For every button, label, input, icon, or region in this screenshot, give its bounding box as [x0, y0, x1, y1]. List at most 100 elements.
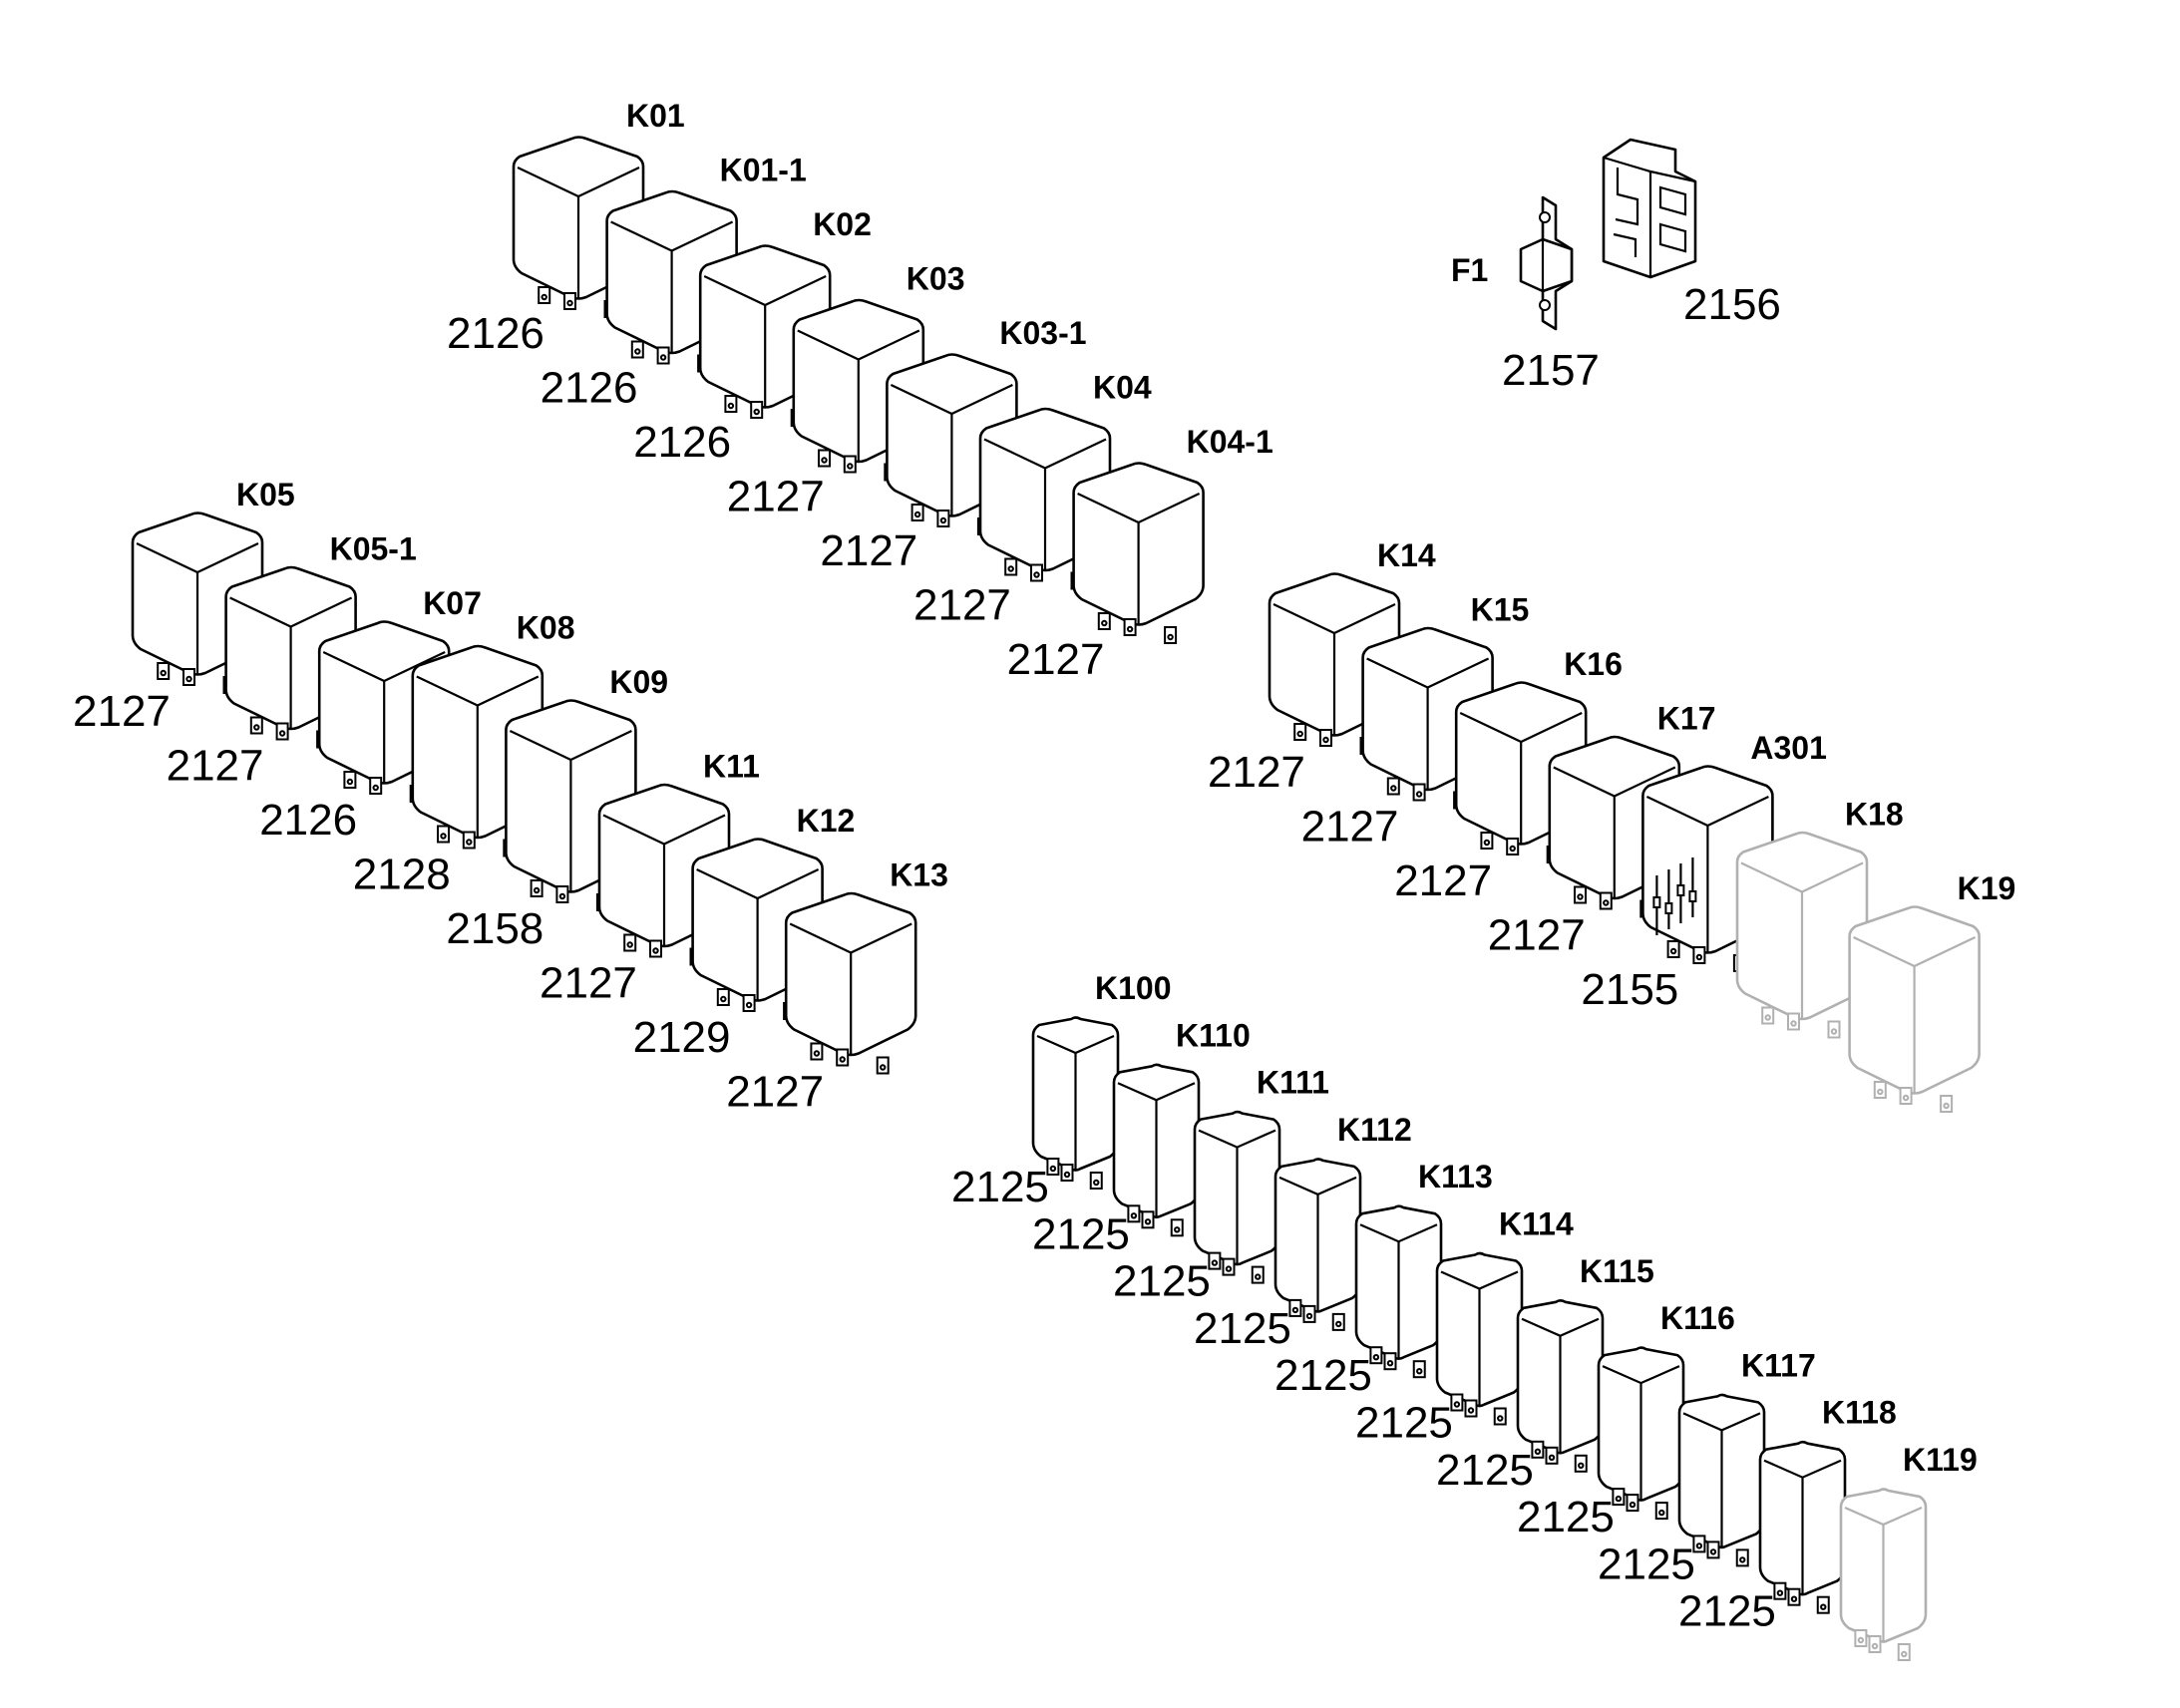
relay-body	[1031, 1016, 1120, 1190]
relay-ref-label: K114	[1499, 1206, 1574, 1242]
relay-part-number: 2125	[1517, 1493, 1615, 1541]
relay-k111: K111 2125	[1113, 1065, 1329, 1306]
relay-part-number: 2126	[541, 364, 638, 413]
relay-part-number: 2125	[1113, 1257, 1211, 1306]
relay-body	[1273, 1158, 1362, 1331]
relay-ref-label: K02	[813, 206, 872, 242]
relay-ref-label: K118	[1822, 1395, 1897, 1431]
relay-body	[1677, 1393, 1766, 1567]
relay-ref-label: K111	[1257, 1065, 1329, 1101]
relay-ref-label: K117	[1741, 1347, 1816, 1383]
relay-ref-label: K112	[1337, 1112, 1412, 1148]
relay-part-number: 2127	[820, 526, 917, 575]
relay-ref-label: K08	[517, 610, 575, 646]
relay-k04-1: K04-1 2127	[1007, 424, 1273, 684]
relay-part-number: 2128	[353, 851, 451, 899]
fuse-ref-label: F1	[1451, 252, 1488, 288]
relay-ref-label: K17	[1657, 701, 1716, 737]
lower-row-group: K100 2125 K110 2125 K111 2125 K112 2125 K113 2125…	[951, 970, 1978, 1661]
relay-ref-label: K115	[1580, 1253, 1654, 1289]
relay-body	[1354, 1204, 1443, 1379]
relay-ref-label: K03	[907, 261, 965, 297]
relay-k116: K116 2125	[1517, 1300, 1735, 1541]
right-row-group: K14 2127 K15 2127 K16 2127 K17 2127 A301 2155 K18K…	[1208, 537, 2016, 1113]
relay-ref-label: K110	[1176, 1017, 1251, 1053]
relay-ref-label: K19	[1958, 870, 2016, 906]
relay-ref-label: K16	[1564, 646, 1623, 682]
relay-part-number: 2125	[1678, 1587, 1776, 1636]
relay-part-number: 2125	[1274, 1351, 1372, 1400]
relay-part-number: 2127	[1488, 911, 1586, 960]
relay-part-number: 2127	[1007, 635, 1105, 684]
relay-part-number: 2125	[1355, 1399, 1453, 1448]
relay-k100: K100 2125	[951, 970, 1172, 1211]
relay-body	[1516, 1299, 1605, 1473]
relay-ref-label: K09	[609, 664, 668, 700]
relay-ref-label: K100	[1095, 970, 1172, 1006]
relay-body	[1435, 1251, 1524, 1426]
left-row-group: K052127K05-12127K072126K082128K092158K11…	[73, 477, 948, 1117]
relay-k117: K117 2125	[1598, 1347, 1816, 1588]
relay-ref-label: K12	[797, 803, 856, 839]
relay-k113: K113 2125	[1274, 1159, 1493, 1400]
relay-part-number: 2125	[951, 1163, 1049, 1211]
relay-ref-label: K14	[1377, 537, 1436, 573]
relay-ref-label: K13	[890, 857, 948, 893]
relay-part-number: 2127	[1394, 856, 1492, 905]
relay-body	[1848, 905, 1981, 1113]
relay-k119: K119	[1839, 1442, 1978, 1661]
relay-body	[784, 891, 917, 1075]
relay-body	[1839, 1488, 1928, 1661]
relay-part-number: 2127	[727, 473, 825, 521]
relay-part-number: 2126	[633, 418, 731, 467]
relay-ref-label: K07	[423, 585, 482, 621]
relay-ref-label: K113	[1418, 1159, 1493, 1195]
relay-ref-label: K119	[1903, 1442, 1978, 1478]
upper-row-group: K012126K01-12126K022126K032127K03-12127K…	[447, 98, 1273, 684]
relay-a301: A301 2155	[1581, 730, 1827, 1014]
relay-ref-label: K116	[1660, 1300, 1735, 1336]
relay-k13: K13 2127	[726, 857, 948, 1117]
relay-ref-label: K01-1	[720, 153, 807, 188]
relay-part-number: 2125	[1436, 1446, 1534, 1495]
fuse-f1: F1 2157	[1451, 195, 1600, 395]
fuse-part-number: 2157	[1502, 346, 1600, 395]
relay-ref-label: K05	[236, 477, 295, 512]
relay-part-number: 2129	[633, 1013, 731, 1062]
relay-part-number: 2125	[1194, 1304, 1291, 1353]
relay-body	[1597, 1346, 1685, 1521]
relay-ref-label: K15	[1471, 592, 1530, 628]
relay-part-number: 2127	[1301, 803, 1399, 852]
components-layer: K012126K01-12126K022126K032127K03-12127K…	[73, 98, 2016, 1661]
relay-k112: K112 2125	[1194, 1112, 1412, 1353]
relay-part-number: 2127	[167, 742, 264, 791]
relay-body	[1735, 831, 1869, 1039]
relay-part-number: 2127	[540, 959, 637, 1008]
relay-ref-label: A301	[1750, 730, 1827, 766]
relay-part-number: 2125	[1032, 1209, 1130, 1258]
fuse-holder: 2156	[1602, 138, 1781, 329]
fuse-holder-part-number: 2156	[1683, 280, 1781, 329]
relay-part-number: 2127	[73, 687, 171, 736]
relay-part-number: 2158	[446, 904, 544, 953]
relay-k114: K114 2125	[1355, 1206, 1574, 1448]
relay-k110: K110 2125	[1032, 1017, 1251, 1258]
relay-k118: K118 2125	[1678, 1395, 1897, 1636]
relay-ref-label: K11	[703, 749, 760, 785]
relay-part-number: 2127	[726, 1068, 824, 1117]
relay-part-number: 2155	[1581, 965, 1678, 1014]
relay-part-number: 2126	[447, 309, 545, 358]
relay-ref-label: K01	[626, 98, 685, 134]
relay-ref-label: K03-1	[999, 315, 1086, 351]
relay-part-number: 2126	[259, 796, 357, 845]
relay-k19: K19	[1848, 870, 2016, 1113]
relay-part-number: 2127	[1208, 748, 1305, 797]
relay-ref-label: K18	[1845, 797, 1904, 833]
relay-ref-label: K05-1	[330, 531, 417, 567]
relay-ref-label: K04	[1093, 370, 1152, 406]
relay-body	[1072, 462, 1205, 644]
relay-ref-label: K04-1	[1187, 424, 1273, 460]
relay-part-number: 2125	[1598, 1539, 1695, 1588]
relay-k115: K115 2125	[1436, 1253, 1654, 1495]
